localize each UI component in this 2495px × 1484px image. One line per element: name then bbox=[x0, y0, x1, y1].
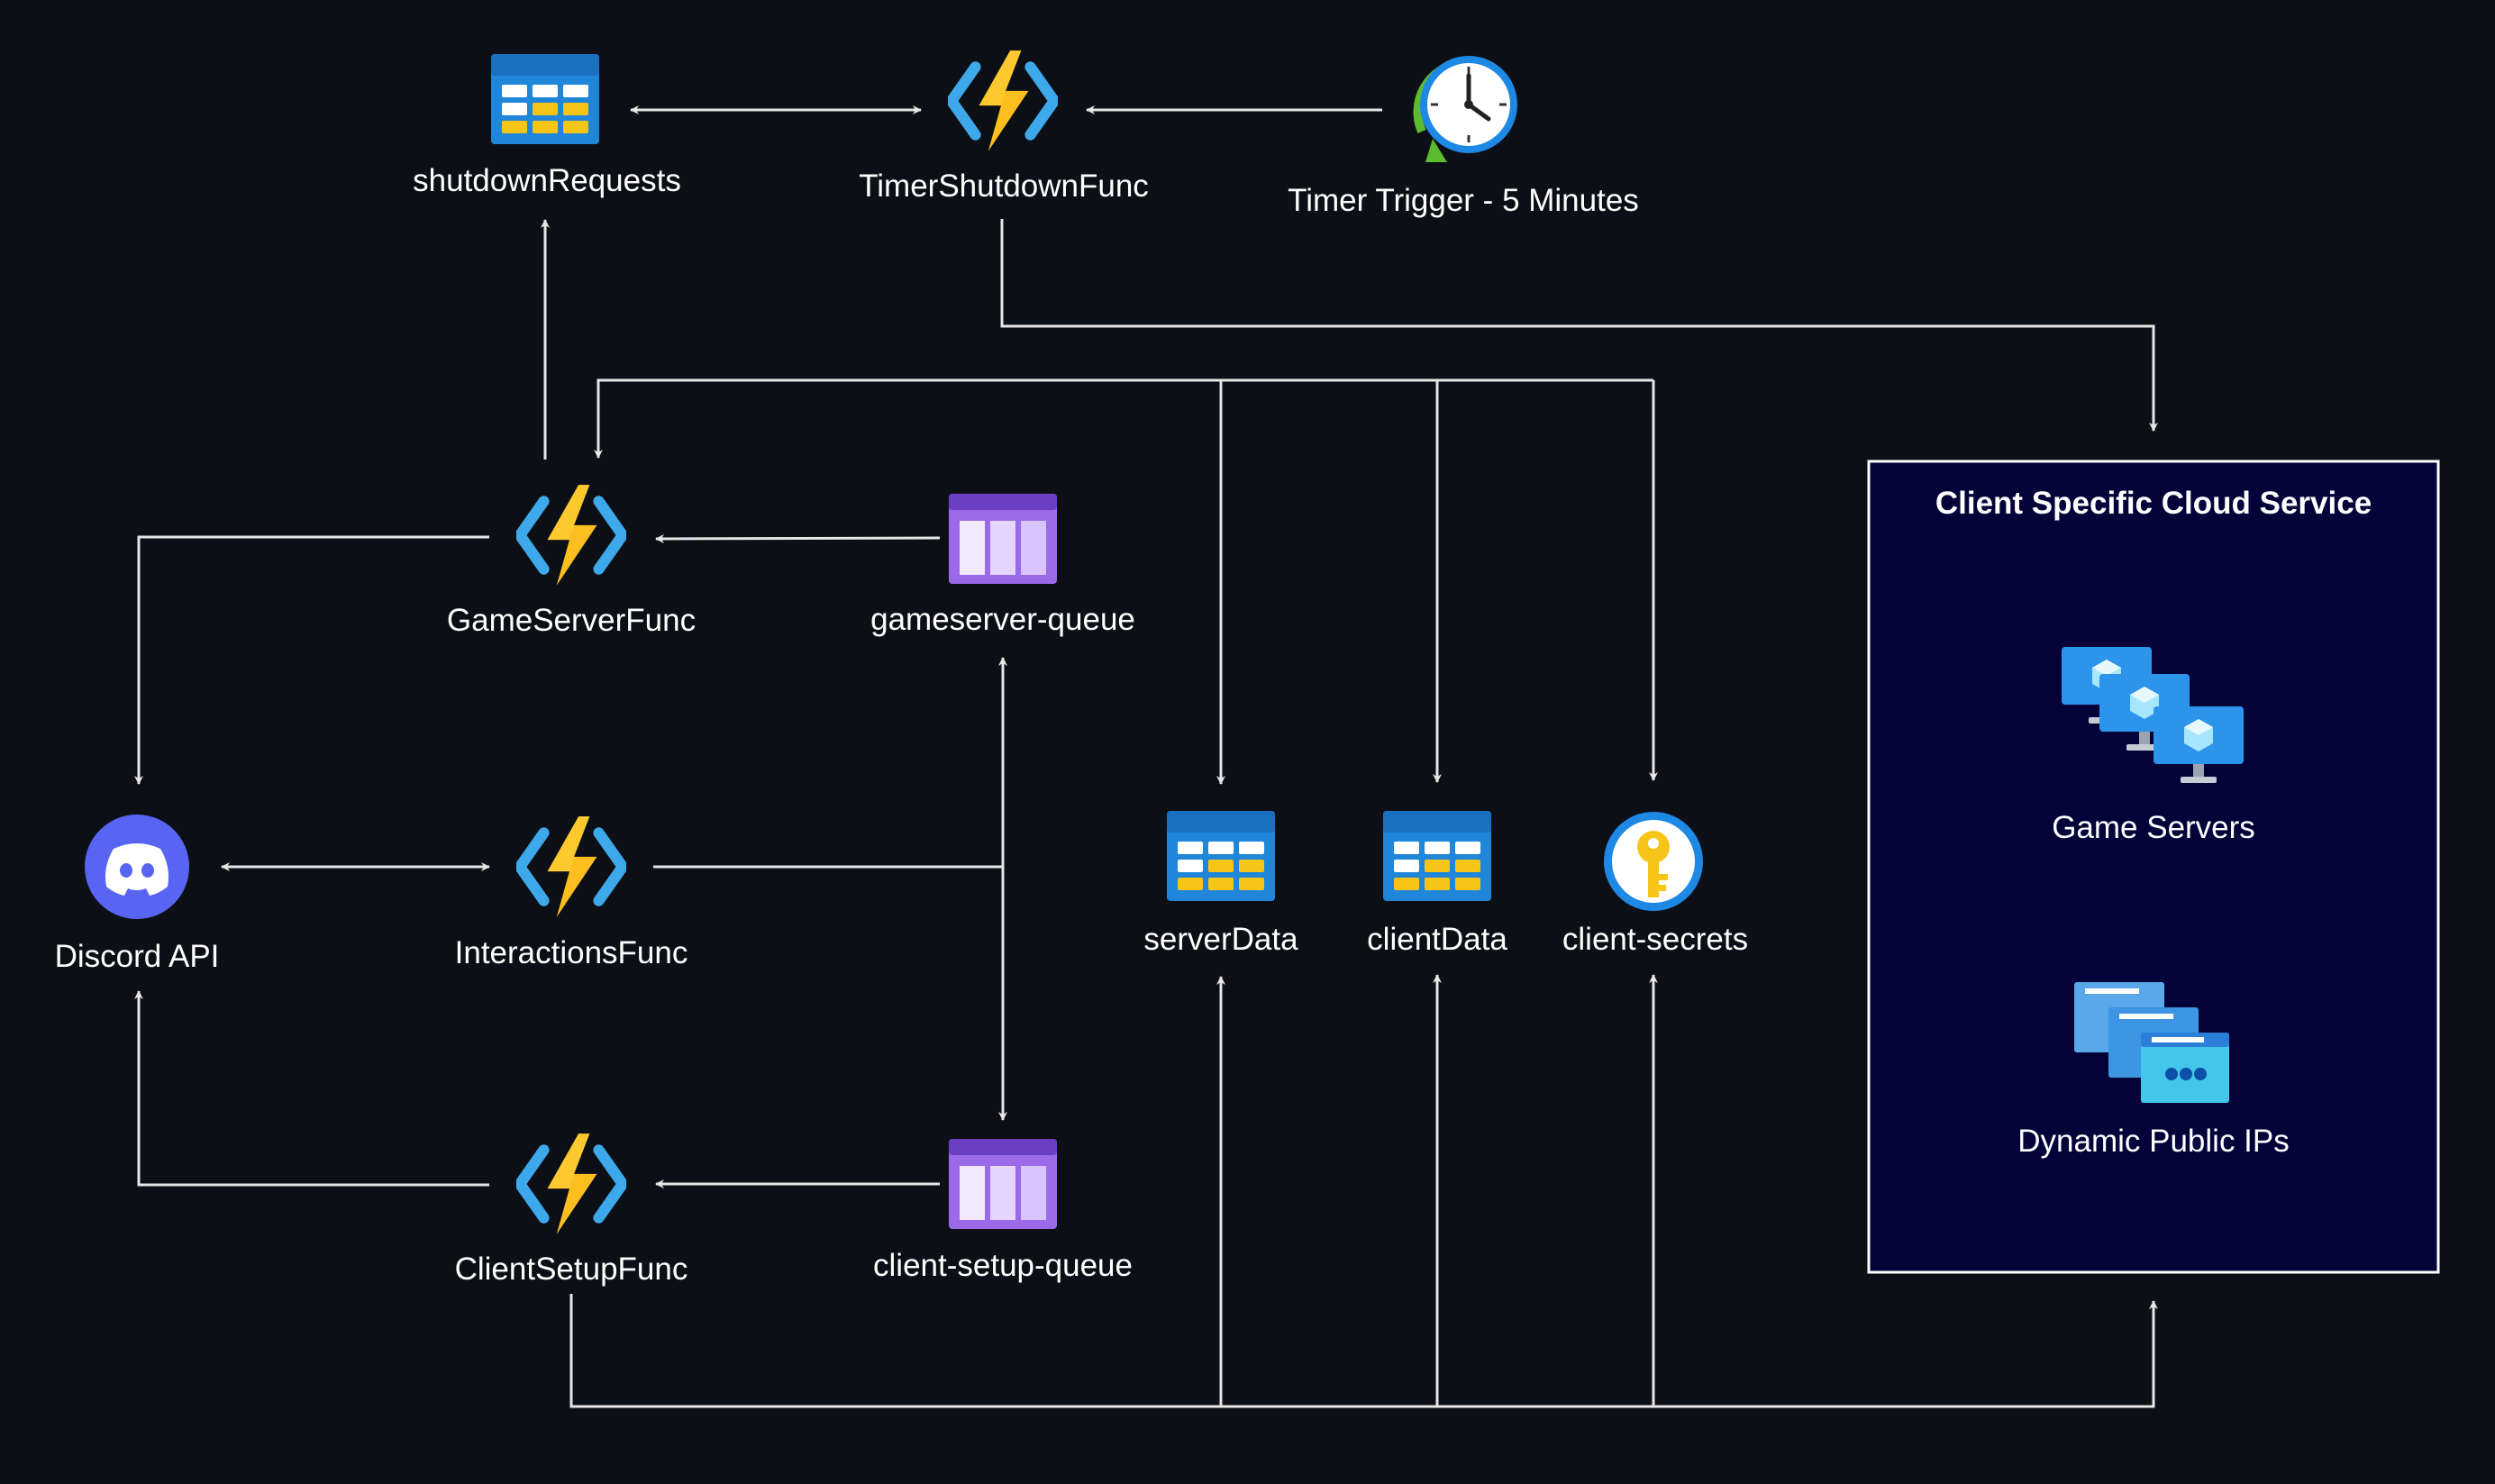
node-game-server-func: GameServerFunc bbox=[447, 485, 696, 638]
shutdown-requests-label: shutdownRequests bbox=[413, 163, 681, 198]
node-server-data: serverData bbox=[1143, 811, 1298, 957]
key-vault-icon bbox=[1604, 812, 1703, 911]
node-client-setup-queue: client-setup-queue bbox=[873, 1139, 1133, 1283]
client-setup-func-label: ClientSetupFunc bbox=[455, 1252, 688, 1287]
discord-api-label: Discord API bbox=[55, 939, 220, 974]
node-gameserver-queue: gameserver-queue bbox=[870, 494, 1135, 637]
node-discord-api: Discord API bbox=[55, 815, 220, 974]
table-storage-icon bbox=[1383, 811, 1491, 901]
client-setup-queue-label: client-setup-queue bbox=[873, 1248, 1133, 1283]
node-client-setup-func: ClientSetupFunc bbox=[455, 1133, 688, 1287]
timer-shutdown-func-label: TimerShutdownFunc bbox=[859, 168, 1149, 204]
cloud-service-title: Client Specific Cloud Service bbox=[1935, 486, 2372, 521]
cloud-service-box bbox=[1867, 460, 2440, 1274]
edges bbox=[134, 105, 2158, 1408]
node-client-data: clientData bbox=[1367, 811, 1507, 957]
node-shutdown-requests: shutdownRequests bbox=[413, 54, 681, 198]
node-interactions-func: InteractionsFunc bbox=[455, 816, 688, 970]
public-ip-icon bbox=[2074, 982, 2229, 1103]
game-server-func-label: GameServerFunc bbox=[447, 603, 696, 638]
table-storage-icon bbox=[491, 54, 599, 144]
queue-storage-icon bbox=[949, 1139, 1057, 1229]
node-timer-shutdown-func: TimerShutdownFunc bbox=[859, 50, 1149, 204]
edge-timershutdownfunc-cloudservice bbox=[1000, 219, 2158, 432]
dynamic-public-ips-label: Dynamic Public IPs bbox=[2017, 1124, 2289, 1159]
client-data-label: clientData bbox=[1367, 922, 1507, 957]
edge-clientsetupfunc-discord bbox=[134, 990, 489, 1187]
client-secrets-label: client-secrets bbox=[1562, 922, 1748, 957]
function-app-icon bbox=[952, 50, 1054, 151]
timer-trigger-label: Timer Trigger - 5 Minutes bbox=[1288, 183, 1639, 218]
node-timer-trigger: Timer Trigger - 5 Minutes bbox=[1288, 56, 1639, 218]
table-storage-icon bbox=[1167, 811, 1275, 901]
gameserver-queue-label: gameserver-queue bbox=[870, 602, 1135, 637]
server-data-label: serverData bbox=[1143, 922, 1298, 957]
edge-data-gameserverfunc bbox=[594, 378, 1653, 459]
game-servers-label: Game Servers bbox=[2052, 810, 2255, 845]
queue-storage-icon bbox=[949, 494, 1057, 584]
edge-gameserverfunc-discord bbox=[134, 535, 489, 785]
function-app-icon bbox=[520, 816, 623, 917]
clock-icon bbox=[1418, 56, 1517, 162]
edge-gameserverqueue-gameserverfunc bbox=[655, 533, 941, 543]
discord-icon bbox=[85, 815, 189, 919]
cloud-service-container: Client Specific Cloud Service Game Serve… bbox=[1867, 460, 2440, 1274]
interactions-func-label: InteractionsFunc bbox=[455, 935, 688, 970]
function-app-icon bbox=[520, 485, 623, 586]
function-app-icon bbox=[520, 1133, 623, 1234]
node-client-secrets: client-secrets bbox=[1562, 812, 1748, 957]
edge-clientsetupfunc-cloudservice bbox=[569, 1294, 2158, 1408]
